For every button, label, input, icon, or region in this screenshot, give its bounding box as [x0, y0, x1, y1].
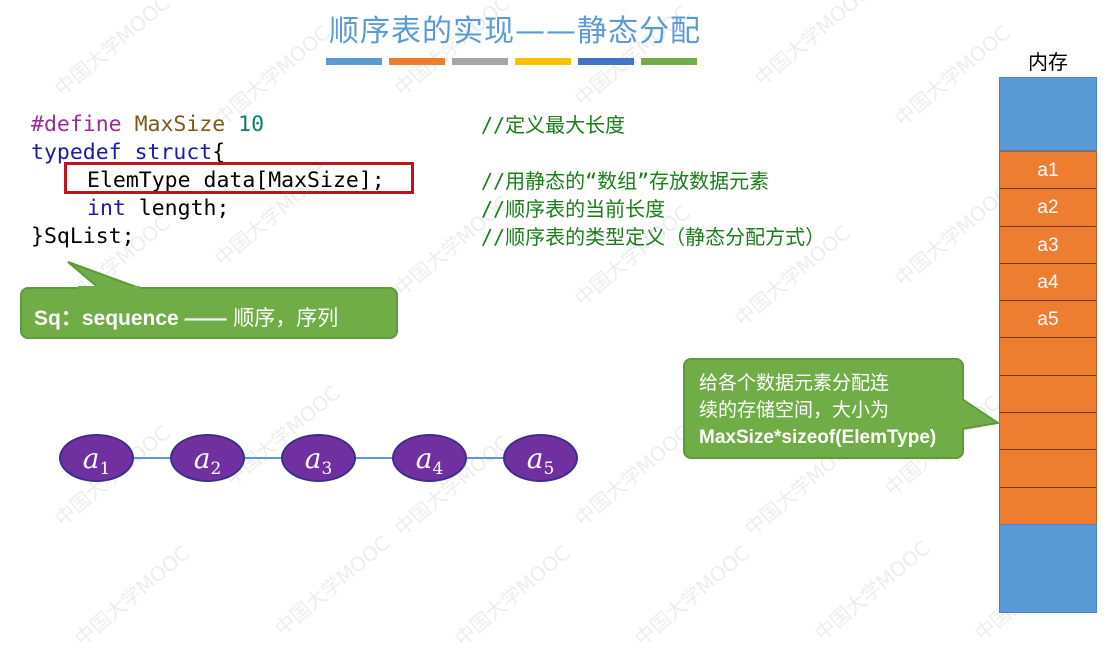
title-color-bars — [326, 58, 697, 65]
memory-cell: a5 — [1000, 301, 1096, 339]
node-subscript: 3 — [321, 459, 333, 479]
comment-line: //顺序表的当前长度 — [481, 197, 666, 221]
title-bar — [578, 58, 634, 65]
watermark-text: 中国大学MOOC — [69, 540, 195, 651]
node-a2: a2 — [170, 434, 245, 482]
sq-callout-bold: Sq：sequence —— — [34, 307, 227, 330]
memory-cell — [1000, 338, 1096, 376]
macro-name: MaxSize — [134, 112, 226, 137]
memory-cell: a1 — [1000, 152, 1096, 190]
comment-line: //用静态的“数组”存放数据元素 — [481, 169, 770, 193]
code-line-length-field: int length; — [87, 195, 229, 223]
title-bar — [452, 58, 508, 65]
sq-callout-cn: 顺序，序列 — [226, 306, 339, 330]
define-keyword: #define — [31, 112, 122, 137]
memory-cell — [1000, 450, 1096, 488]
memory-cell — [1000, 413, 1096, 451]
sq-callout-joint — [78, 286, 140, 290]
node-subscript: 1 — [99, 459, 111, 479]
code-highlight-box — [64, 162, 414, 194]
node-a3: a3 — [281, 434, 356, 482]
node-letter: a — [415, 442, 433, 475]
node-letter: a — [526, 442, 544, 475]
memory-callout-size: MaxSize*sizeof(ElemType) — [699, 427, 937, 448]
node-a5: a5 — [503, 434, 578, 482]
open-brace: { — [212, 140, 226, 165]
node-a1: a1 — [59, 434, 134, 482]
watermark-text: 中国大学MOOC — [889, 180, 1015, 291]
typedef-keyword: typedef — [31, 140, 122, 165]
title-bar — [326, 58, 382, 65]
memory-callout-pointer — [960, 398, 1000, 430]
memory-cell: a4 — [1000, 263, 1096, 302]
memory-cell: a3 — [1000, 226, 1096, 264]
watermark-text: 中国大学MOOC — [269, 530, 395, 641]
comment-line: //定义最大长度 — [481, 113, 626, 137]
watermark-text: 中国大学MOOC — [629, 540, 755, 651]
comment-line: //顺序表的类型定义（静态分配方式） — [481, 225, 826, 249]
memory-bottom-block — [999, 524, 1097, 613]
memory-cell — [1000, 487, 1096, 525]
node-subscript: 4 — [432, 459, 444, 479]
memory-top-block — [999, 77, 1097, 151]
node-letter: a — [304, 442, 322, 475]
title-bar — [389, 58, 445, 65]
node-letter: a — [82, 442, 100, 475]
node-a4: a4 — [392, 434, 467, 482]
length-field: length; — [125, 196, 230, 221]
page-title: 顺序表的实现——静态分配 — [329, 14, 701, 49]
node-subscript: 5 — [543, 459, 555, 479]
memory-cell — [1000, 375, 1096, 414]
memory-callout-line: 续的存储空间，大小为 — [699, 399, 890, 421]
memory-callout-line: 给各个数据元素分配连 — [699, 372, 890, 394]
memory-cell: a2 — [1000, 189, 1096, 227]
node-subscript: 2 — [210, 459, 222, 479]
watermark-text: 中国大学MOOC — [809, 535, 935, 646]
struct-keyword: struct — [134, 140, 213, 165]
code-line-data-field: ElemType data[MaxSize]; — [87, 168, 385, 193]
memory-callout: 给各个数据元素分配连 续的存储空间，大小为 MaxSize*sizeof(Ele… — [683, 358, 964, 459]
code-line-sqlist: }SqList; — [31, 224, 135, 249]
memory-label: 内存 — [1028, 50, 1068, 74]
node-letter: a — [193, 442, 211, 475]
code-line-define: #define MaxSize 10 — [31, 111, 264, 139]
code-line-typedef: typedef struct{ — [31, 139, 225, 167]
title-bar — [641, 58, 697, 65]
title-bar — [515, 58, 571, 65]
watermark-text: 中国大学MOOC — [449, 540, 575, 651]
sq-callout: Sq：sequence —— 顺序，序列 — [20, 287, 398, 339]
int-keyword: int — [87, 196, 126, 221]
watermark-text: 中国大学MOOC — [569, 420, 695, 531]
macro-value: 10 — [238, 112, 265, 137]
